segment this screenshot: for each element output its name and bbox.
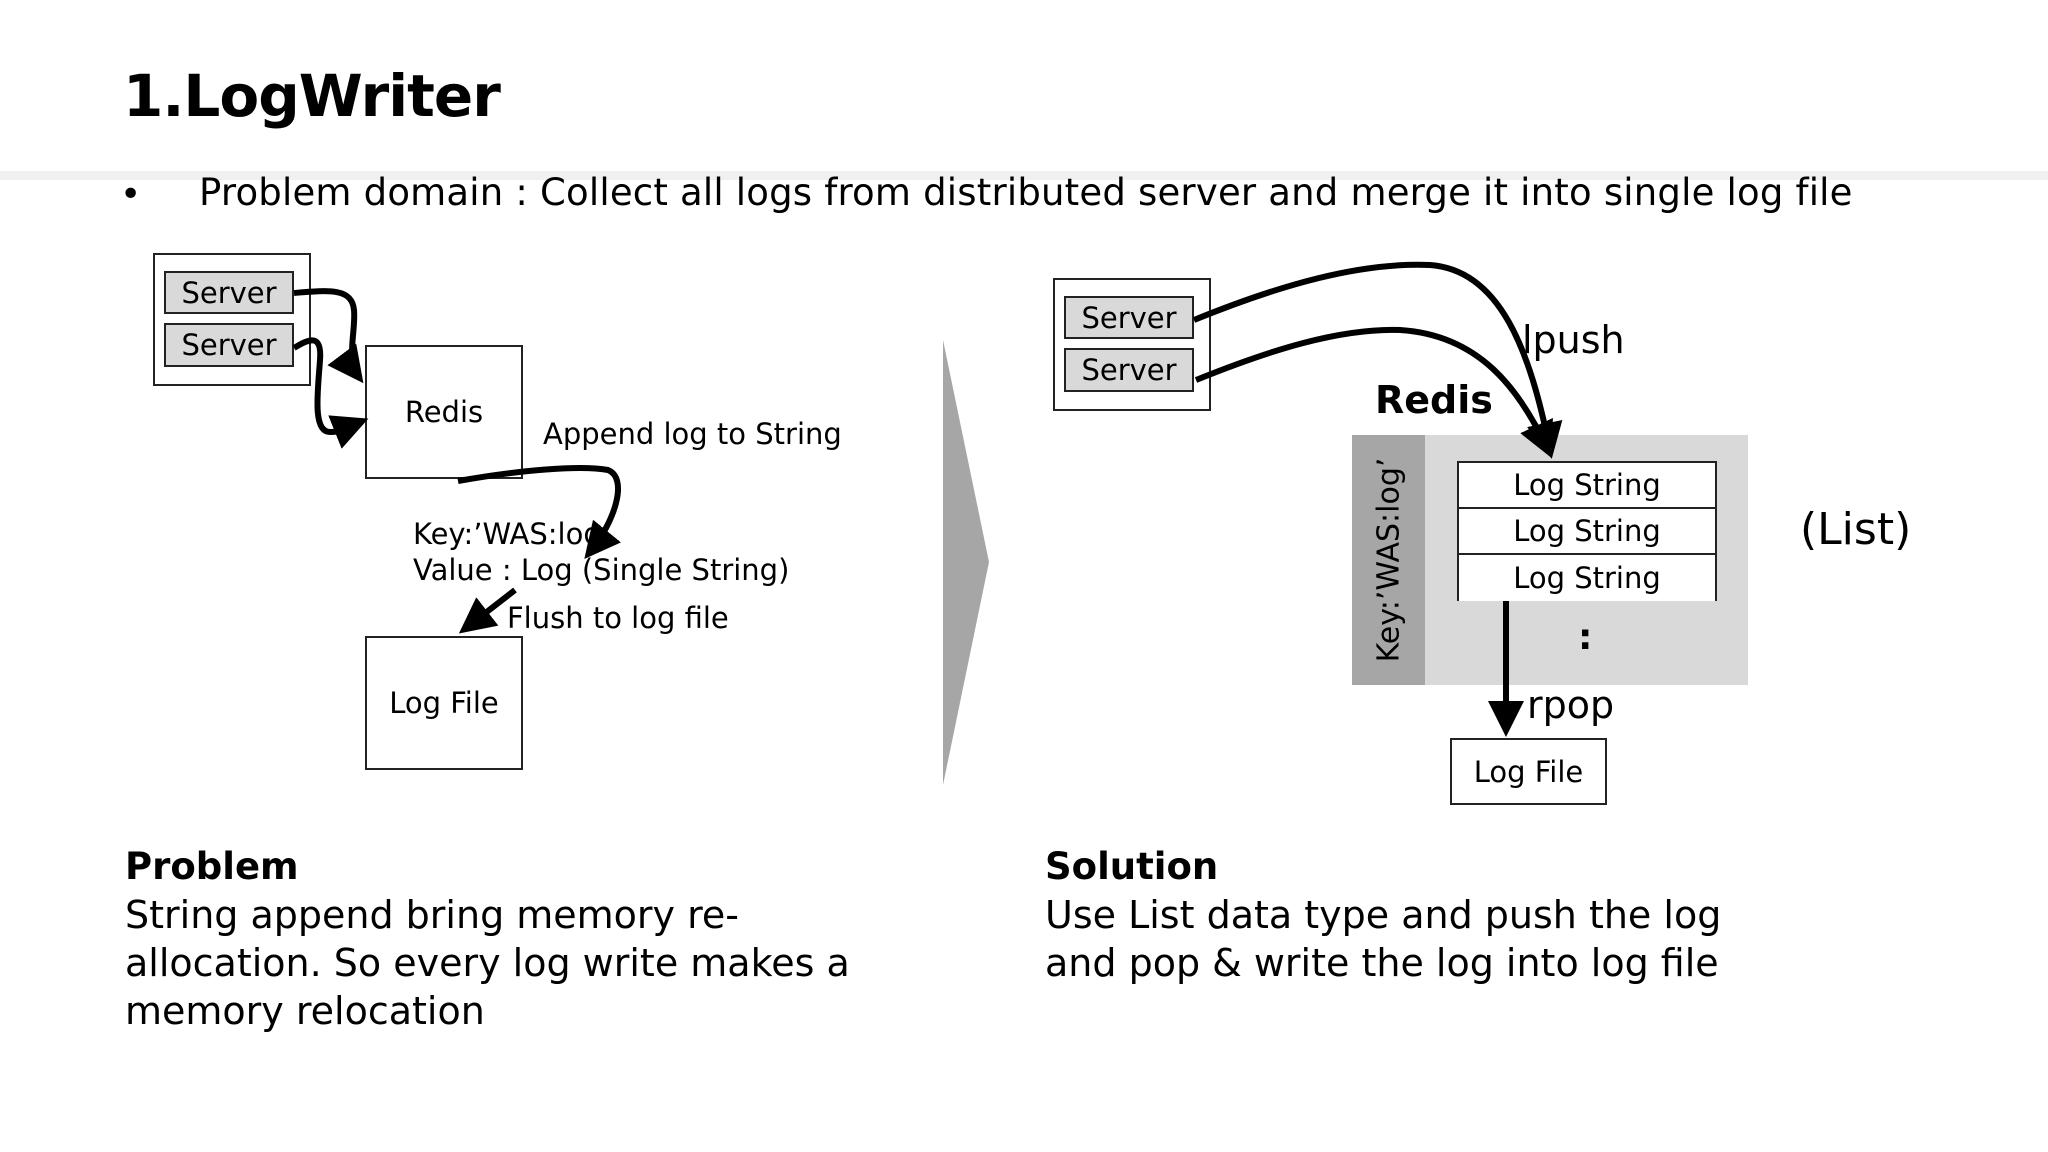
problem-domain-text: Problem domain : Collect all logs from d… — [199, 171, 1853, 214]
left-value-label: Value : Log (Single String) — [413, 553, 790, 587]
problem-line: memory relocation — [125, 989, 485, 1033]
left-server-2: Server — [164, 323, 294, 367]
list-ellipsis: : — [1578, 617, 1593, 658]
list-item: Log String — [1459, 509, 1715, 555]
left-redis-box: Redis — [365, 345, 523, 479]
solution-line: and pop & write the log into log file — [1045, 941, 1719, 985]
right-key-label: Key:’WAS:log’ — [1371, 457, 1406, 663]
list-item: Log String — [1459, 463, 1715, 509]
lpush-label: lpush — [1522, 318, 1625, 362]
left-logfile-box: Log File — [365, 636, 523, 770]
rpop-label: rpop — [1527, 683, 1615, 727]
problem-section: Problem String append bring memory re- a… — [125, 843, 850, 1035]
flush-label: Flush to log file — [507, 601, 729, 635]
key-strip: Key:’WAS:log’ — [1352, 435, 1425, 685]
right-server-2: Server — [1064, 348, 1194, 392]
bullet-icon: • — [120, 174, 142, 215]
problem-line: allocation. So every log write makes a — [125, 941, 850, 985]
right-server-1: Server — [1064, 296, 1194, 339]
solution-section: Solution Use List data type and push the… — [1045, 843, 1721, 987]
right-logfile-box: Log File — [1450, 738, 1607, 805]
problem-heading: Problem — [125, 845, 299, 888]
left-server-1: Server — [164, 271, 294, 314]
right-logfile-label: Log File — [1473, 754, 1584, 789]
right-redis-heading: Redis — [1375, 378, 1493, 422]
slide-title: 1.LogWriter — [123, 62, 501, 130]
append-label: Append log to String — [543, 417, 842, 451]
lpush-arrow-1 — [1192, 261, 1563, 459]
problem-line: String append bring memory re- — [125, 893, 739, 937]
solution-heading: Solution — [1045, 845, 1219, 888]
left-key-label: Key:’WAS:log’ — [413, 517, 611, 551]
solution-line: Use List data type and push the log — [1045, 893, 1722, 937]
lpush-arrow-2 — [1194, 326, 1553, 459]
list-item: Log String — [1459, 555, 1715, 601]
list-type-label: (List) — [1800, 504, 1912, 555]
transition-arrow-icon — [943, 340, 989, 785]
log-string-list: Log String Log String Log String — [1457, 461, 1717, 601]
left-redis-label: Redis — [404, 395, 484, 429]
header-divider-band — [0, 171, 2048, 180]
left-logfile-label: Log File — [389, 686, 499, 720]
